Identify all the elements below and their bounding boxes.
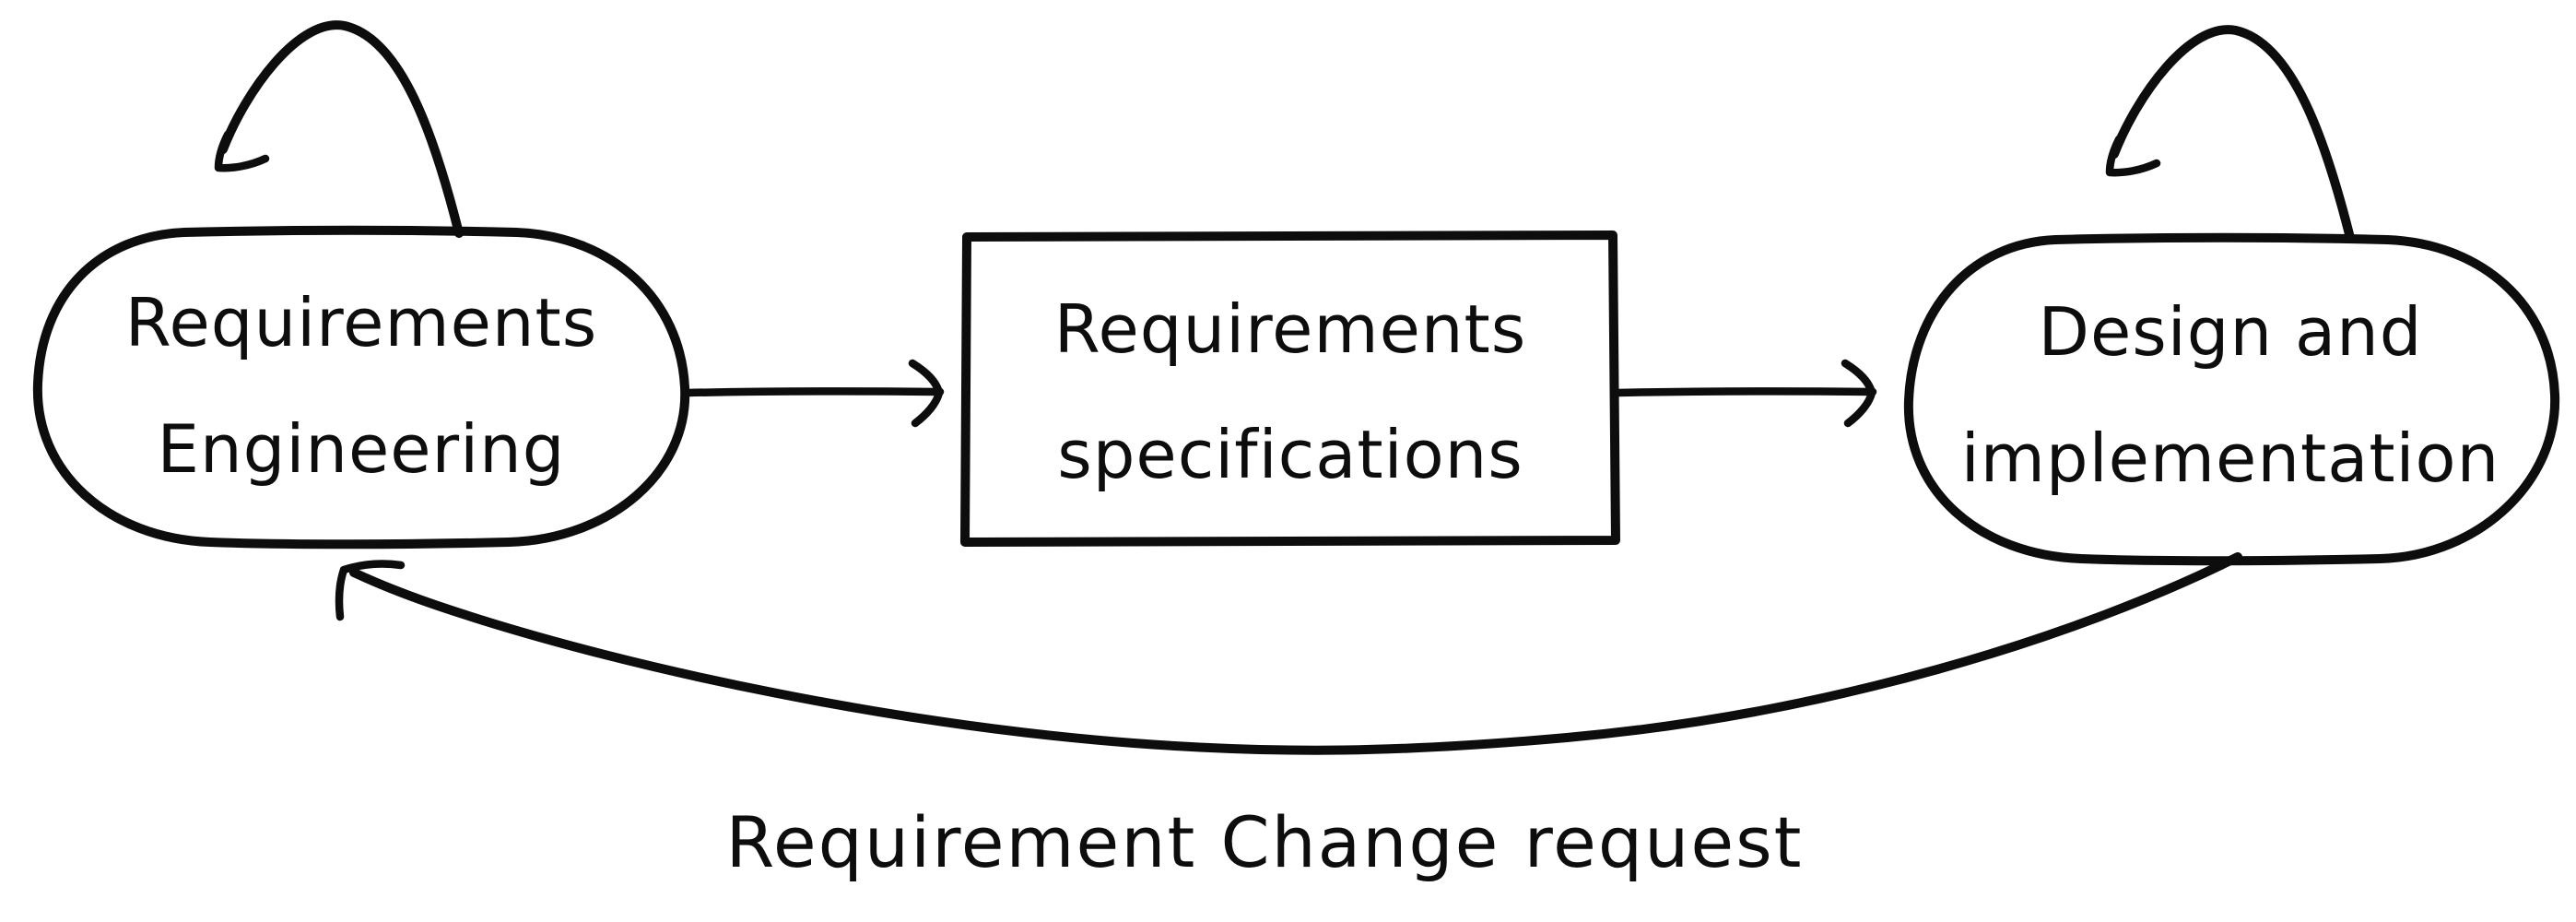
edge-specifications-to-design-shaft bbox=[1613, 387, 1877, 397]
edge-design-self-loop bbox=[2105, 25, 2355, 242]
node-design-and-implementation-label-line1: Design and bbox=[2039, 293, 2423, 371]
arrowhead-right bbox=[1841, 359, 1876, 428]
edge-change-request: Requirement Change request bbox=[335, 552, 2242, 883]
node-requirements-specifications: Requirements specifications bbox=[960, 230, 1620, 547]
node-design-and-implementation: Design and implementation bbox=[1903, 232, 2560, 566]
node-requirements-specifications-outline bbox=[960, 230, 1620, 547]
node-design-and-implementation-outline bbox=[1903, 232, 2560, 566]
edge-design-self-loop-arc bbox=[2110, 25, 2355, 242]
arrowhead-down-left bbox=[214, 130, 270, 172]
node-design-and-implementation-label-line2: implementation bbox=[1961, 420, 2500, 497]
edge-engineering-to-specifications-shaft bbox=[684, 387, 945, 397]
edge-change-request-curve bbox=[349, 552, 2242, 755]
node-requirements-engineering: Requirements Engineering bbox=[32, 225, 690, 550]
edge-engineering-self-loop bbox=[214, 20, 464, 238]
edge-specifications-to-design bbox=[1613, 359, 1877, 428]
node-requirements-engineering-label-line1: Requirements bbox=[125, 284, 598, 361]
node-requirements-engineering-label-line2: Engineering bbox=[158, 410, 566, 488]
arrowhead-right bbox=[908, 359, 944, 428]
node-requirements-engineering-outline bbox=[32, 225, 690, 550]
edge-engineering-self-loop-arc bbox=[218, 20, 464, 238]
arrowhead-down-left bbox=[2105, 135, 2161, 177]
node-requirements-specifications-label-line1: Requirements bbox=[1054, 290, 1527, 368]
edge-change-request-label: Requirement Change request bbox=[726, 801, 1804, 883]
arrowhead-up-left bbox=[335, 560, 406, 621]
node-requirements-specifications-label-line2: specifications bbox=[1057, 416, 1523, 493]
edge-engineering-to-specifications bbox=[684, 359, 945, 428]
